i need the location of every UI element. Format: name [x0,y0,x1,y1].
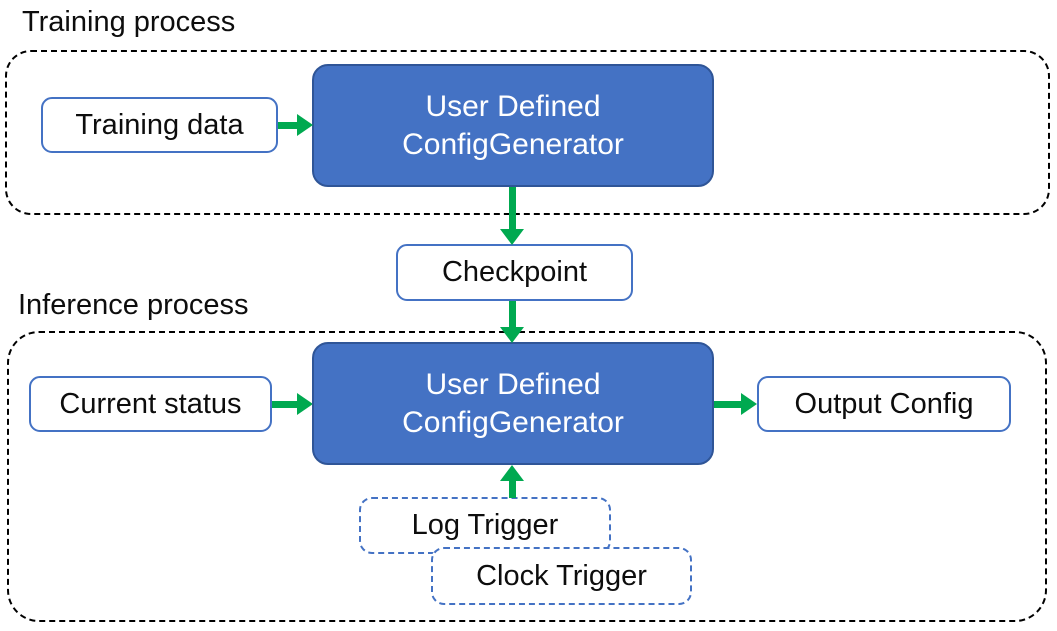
arrow-generator-to-output-config [714,393,757,415]
arrow-head-down-icon [500,229,524,245]
arrow-shaft [508,481,516,498]
checkpoint-label: Checkpoint [441,256,588,288]
clock-trigger-box: Clock Trigger [431,547,692,605]
arrow-shaft [714,400,741,408]
output-config-label: Output Config [794,387,974,420]
arrow-generator-to-checkpoint [500,187,524,245]
inference-config-generator-box: User Defined ConfigGenerator [312,342,714,465]
training-config-generator-label-line1: User Defined [425,89,601,123]
clock-trigger-label: Clock Trigger [476,559,647,592]
output-config-box: Output Config [757,376,1011,432]
training-process-container [5,50,1050,215]
arrow-checkpoint-to-inference-generator [500,301,524,343]
arrow-head-down-icon [500,327,524,343]
log-trigger-box: Log Trigger [359,497,611,554]
checkpoint-box: Checkpoint [396,244,633,301]
arrow-shaft [278,121,297,129]
inference-process-container [7,331,1047,622]
log-trigger-label: Log Trigger [411,509,559,541]
arrow-triggers-to-generator [500,465,524,498]
arrow-current-status-to-generator [272,393,313,415]
arrow-head-right-icon [297,393,313,415]
inference-process-label: Inference process [18,289,249,321]
arrow-training-data-to-generator [278,114,313,136]
arrow-head-right-icon [741,393,757,415]
arrow-head-up-icon [500,465,524,481]
inference-config-generator-label-line1: User Defined [425,367,601,401]
training-data-box: Training data [41,97,278,153]
training-config-generator-box: User Defined ConfigGenerator [312,64,714,187]
arrow-shaft [508,187,516,229]
current-status-box: Current status [29,376,272,432]
arrow-shaft [508,301,516,327]
arrow-head-right-icon [297,114,313,136]
training-config-generator-label-line2: ConfigGenerator [402,127,624,161]
training-data-label: Training data [75,108,244,141]
inference-config-generator-label-line2: ConfigGenerator [402,405,624,439]
training-process-label: Training process [22,6,236,38]
arrow-shaft [272,400,297,408]
current-status-label: Current status [59,387,242,420]
